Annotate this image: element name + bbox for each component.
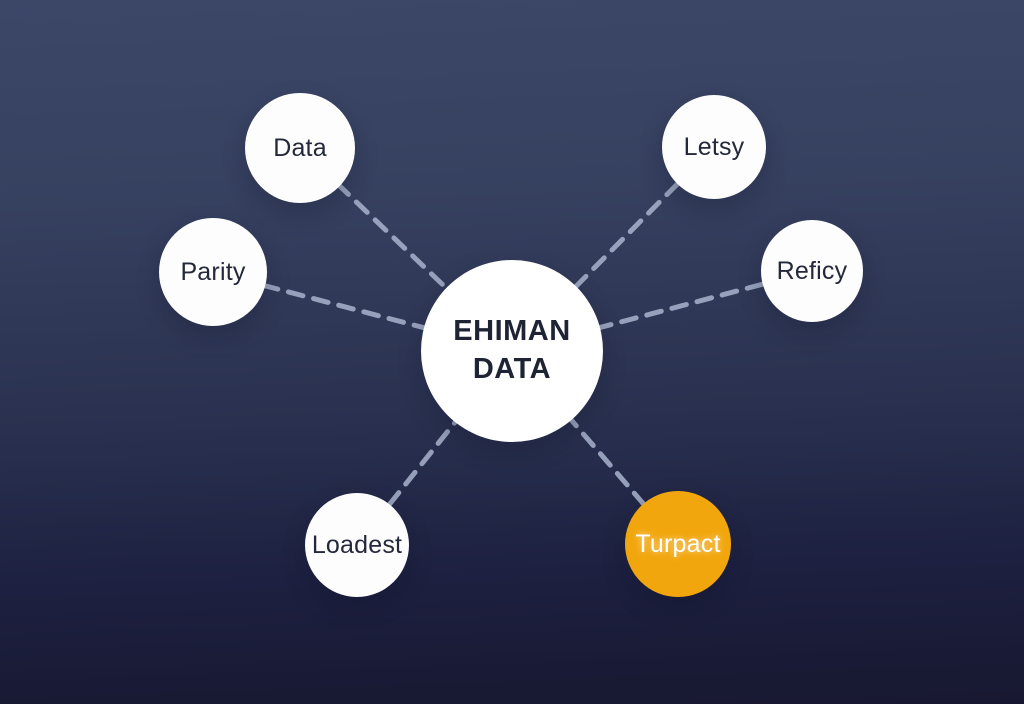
node-center-ehiman-data: EHIMAN DATA [421, 260, 603, 442]
node-reficy-label: Reficy [776, 256, 848, 285]
node-reficy: Reficy [761, 220, 863, 322]
center-node-label-line1: EHIMAN [453, 315, 571, 348]
node-turpact: Turpact [625, 491, 731, 597]
node-letsy: Letsy [662, 95, 766, 199]
node-letsy-label: Letsy [683, 132, 745, 161]
node-data: Data [245, 93, 355, 203]
center-node-label-line2: DATA [472, 353, 552, 385]
node-loadest-label: Loadest [311, 530, 403, 559]
node-parity-label: Parity [180, 257, 246, 286]
node-loadest: Loadest [305, 493, 409, 597]
node-turpact-label: Turpact [635, 529, 721, 558]
node-data-label: Data [273, 133, 327, 162]
center-node-label: EHIMAN DATA [453, 313, 570, 388]
node-parity: Parity [159, 218, 267, 326]
